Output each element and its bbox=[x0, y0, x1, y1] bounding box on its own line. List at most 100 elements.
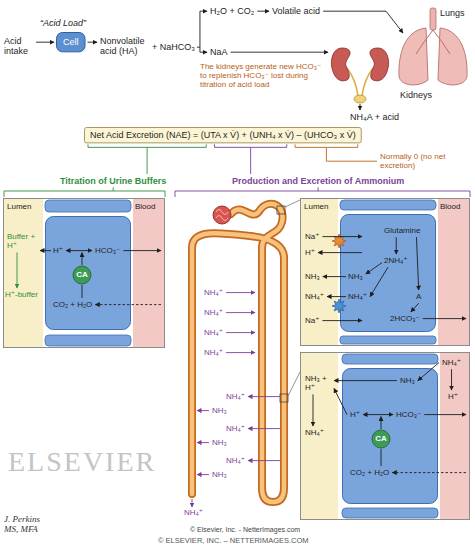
bracket bbox=[215, 144, 287, 147]
reaction-arrow bbox=[82, 285, 83, 298]
bronchi bbox=[416, 30, 450, 54]
ion-label: NH₃ + H⁺ bbox=[305, 374, 331, 392]
bracket bbox=[4, 191, 165, 197]
ion-label: NH₄⁺ bbox=[204, 308, 223, 317]
bracket bbox=[326, 147, 377, 161]
reaction-arrow bbox=[231, 52, 328, 53]
neighbour-cell bbox=[45, 335, 131, 346]
ion-label: HCO₃⁻ bbox=[95, 246, 120, 255]
reaction-arrow bbox=[418, 363, 439, 381]
ureter bbox=[347, 68, 373, 96]
reaction-arrow bbox=[366, 263, 382, 274]
reaction-arrow bbox=[257, 11, 269, 12]
reaction-arrow bbox=[200, 52, 207, 53]
reaction-arrow bbox=[327, 296, 346, 297]
reaction-arrow bbox=[416, 237, 418, 290]
reaction-arrow bbox=[396, 237, 397, 254]
bracket bbox=[295, 144, 358, 147]
detail-panel: CANH₃H⁺HCO₃⁻CO₂ + H₂ONH₄⁺H⁺NH₃ + H⁺NH₄⁺ bbox=[300, 352, 470, 520]
ion-label: H⁺ bbox=[448, 392, 458, 401]
organ-label: Lungs bbox=[440, 8, 465, 18]
ion-label: NH₃ bbox=[212, 438, 227, 447]
flow-label: Volatile acid bbox=[272, 6, 320, 16]
reaction-arrow bbox=[248, 396, 280, 397]
ion-label: H⁺ bbox=[350, 410, 360, 419]
section-heading: Titration of Urine Buffers bbox=[60, 176, 166, 186]
tubule-cell-shape bbox=[341, 215, 436, 332]
bracket bbox=[113, 187, 114, 191]
tubule-cell: CANH₃H⁺HCO₃⁻CO₂ + H₂O bbox=[342, 368, 438, 504]
ion-label: NH₄⁺ bbox=[348, 292, 367, 301]
kidney bbox=[370, 48, 389, 81]
box-text: Cell bbox=[63, 37, 79, 47]
ion-label: 2NH₄⁺ bbox=[384, 256, 408, 265]
reaction-arrow bbox=[360, 104, 361, 110]
ion-label: CO₂ + H₂O bbox=[350, 468, 389, 477]
cell-box-shape bbox=[57, 33, 86, 52]
ion-label: NH₃ bbox=[212, 470, 227, 479]
reaction-arrow bbox=[82, 253, 83, 265]
lung-lobe bbox=[399, 28, 428, 85]
flow-label: Acid intake bbox=[4, 36, 34, 57]
ion-label: NH₄⁺ bbox=[226, 424, 245, 433]
kidneys-organ: Kidneys bbox=[326, 44, 398, 104]
neighbour-cell bbox=[342, 508, 438, 518]
reaction-arrow bbox=[411, 303, 419, 312]
reaction-arrow bbox=[334, 388, 347, 414]
copyright-note: © Elsevier, Inc. - NetterImages.com bbox=[190, 526, 300, 534]
cell-box: Cell bbox=[56, 32, 86, 52]
flow-label: NH₄A + acid bbox=[350, 112, 399, 122]
reaction-arrow bbox=[424, 414, 466, 415]
artist-signature: J. Perkins MS, MFA bbox=[4, 514, 48, 535]
kidney bbox=[331, 48, 350, 81]
detail-panel-shape bbox=[4, 199, 165, 348]
ion-label: H⁺-buffer bbox=[5, 290, 38, 299]
reaction-arrow bbox=[370, 267, 388, 296]
kidneys-drawing bbox=[331, 48, 388, 103]
ion-label: NH₃ bbox=[400, 376, 415, 385]
bracket bbox=[175, 191, 470, 197]
reaction-arrow bbox=[197, 474, 209, 475]
region-label: Lumen bbox=[304, 202, 328, 211]
box-text: Net Acid Excretion (NAE) = (UTA x V̇) + … bbox=[90, 130, 356, 140]
blood-ground bbox=[440, 352, 470, 520]
flow-label: NaA bbox=[210, 47, 228, 57]
reaction-arrow bbox=[334, 380, 397, 381]
ion-label: NH₄⁺ bbox=[226, 456, 245, 465]
ion-label: NH₄⁺ bbox=[204, 288, 223, 297]
node-shapes bbox=[4, 33, 470, 520]
neighbour-cell bbox=[340, 336, 436, 344]
ion-label: Buffer + H⁺ bbox=[7, 232, 37, 250]
reaction-arrows bbox=[4, 11, 470, 507]
ion-label: NH₃ bbox=[348, 272, 363, 281]
ion-label: HCO₃⁻ bbox=[396, 410, 421, 419]
ion-label: NH₄⁺ bbox=[226, 392, 245, 401]
note-text: The kidneys generate new HCO₃⁻ to replen… bbox=[200, 62, 324, 90]
lumen-ground bbox=[3, 198, 43, 348]
transporters bbox=[332, 234, 346, 313]
ion-label: A bbox=[416, 292, 421, 301]
callout-box bbox=[277, 206, 285, 214]
reaction-arrow bbox=[40, 250, 51, 251]
nephron-drawing bbox=[192, 200, 300, 502]
reaction-arrow bbox=[199, 11, 200, 52]
bladder bbox=[354, 95, 366, 103]
reaction-arrow bbox=[313, 394, 314, 426]
enzyme-label: CA bbox=[76, 270, 88, 279]
organ-label: Kidneys bbox=[400, 90, 432, 100]
ion-label: NH₄⁺ bbox=[204, 328, 223, 337]
lung-lobe bbox=[438, 28, 467, 85]
detail-panel: CAH⁺HCO₃⁻CO₂ + H₂OLumenBloodBuffer + H⁺H… bbox=[3, 198, 165, 348]
ion-label: NH₄⁺ bbox=[305, 292, 324, 301]
reaction-arrow bbox=[423, 318, 466, 319]
bracket bbox=[147, 147, 148, 174]
reaction-arrow bbox=[17, 252, 18, 288]
ion-label: H⁺ bbox=[53, 246, 63, 255]
reaction-arrow bbox=[392, 472, 466, 473]
tubule-cell: CAH⁺HCO₃⁻CO₂ + H₂O bbox=[45, 216, 131, 330]
reaction-arrow bbox=[123, 250, 161, 251]
flow-label: Nonvolatile acid (HA) bbox=[100, 36, 150, 57]
ion-label: Na⁺ bbox=[305, 316, 319, 325]
reaction-arrow bbox=[192, 499, 193, 507]
enzyme-circle-shape bbox=[73, 266, 91, 284]
